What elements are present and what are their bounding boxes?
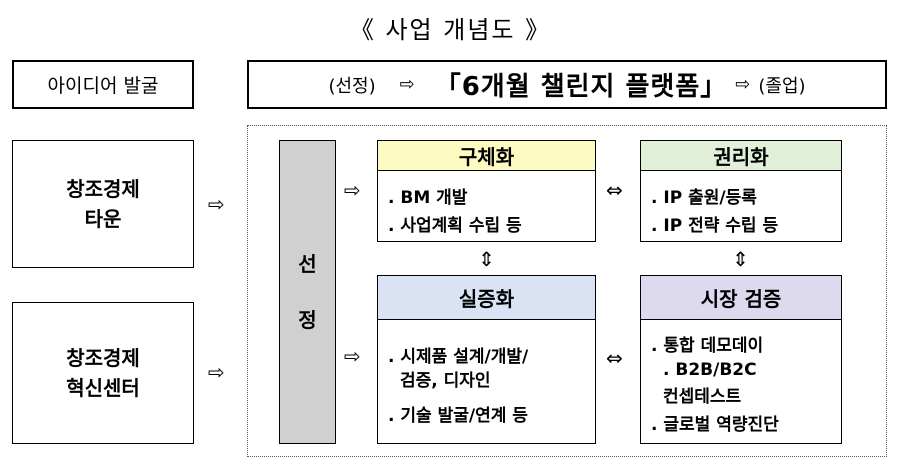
right-arrow-icon: ⇨ <box>735 74 751 95</box>
banner-select-label: (선정) <box>328 75 376 97</box>
diagram-title: 《 사업 개념도 》 <box>349 16 552 44</box>
up-down-arrow-icon: ⇕ <box>478 247 495 271</box>
center-label-line2: 혁신센터 <box>66 376 140 400</box>
market-verification-title: 시장 검증 <box>641 276 841 320</box>
market-item: . 글로벌 역량진단 <box>651 415 779 435</box>
creative-economy-innovation-center-box: 창조경제 혁신센터 <box>12 302 194 444</box>
left-right-arrow-icon: ⇔ <box>606 178 623 202</box>
right-arrow-icon: ⇨ <box>399 74 415 95</box>
concretize-box: 구체화 . BM 개발 . 사업계획 수립 등 <box>377 140 596 242</box>
idea-discovery-box: 아이디어 발굴 <box>12 60 194 109</box>
demonstrate-item: . 기술 발굴/연계 등 <box>388 406 528 426</box>
selection-char-2: 정 <box>298 308 317 332</box>
creative-economy-town-box: 창조경제 타운 <box>12 140 194 268</box>
center-label-line1: 창조경제 <box>66 346 140 370</box>
market-item: . 통합 데모데이 <box>651 336 764 356</box>
market-item: 컨셉테스트 <box>663 387 742 407</box>
demonstrate-box: 실증화 . 시제품 설계/개발/ 검증, 디자인 . 기술 발굴/연계 등 <box>377 275 596 444</box>
selection-bar: 선 정 <box>279 140 336 444</box>
right-arrow-icon: ⇨ <box>344 178 361 202</box>
town-label-line1: 창조경제 <box>66 177 140 201</box>
concretize-item: . 사업계획 수립 등 <box>388 216 522 236</box>
right-arrow-icon: ⇨ <box>208 192 225 216</box>
rights-box: 권리화 . IP 출원/등록 . IP 전략 수립 등 <box>640 140 842 242</box>
banner-platform-name: 「6개월 챌린지 플랫폼」 <box>434 72 728 102</box>
challenge-platform-banner: (선정) ⇨ 「6개월 챌린지 플랫폼」 ⇨ (졸업) <box>247 60 887 109</box>
market-verification-box: 시장 검증 . 통합 데모데이 . B2B/B2C 컨셉테스트 . 글로벌 역량… <box>640 275 842 444</box>
concretize-item: . BM 개발 <box>388 188 468 208</box>
right-arrow-icon: ⇨ <box>208 360 225 384</box>
banner-graduate-label: (졸업) <box>758 75 806 97</box>
right-arrow-icon: ⇨ <box>344 344 361 368</box>
selection-char-1: 선 <box>298 252 317 276</box>
demonstrate-title: 실증화 <box>378 276 595 320</box>
rights-item: . IP 전략 수립 등 <box>651 216 779 236</box>
concretize-title: 구체화 <box>378 141 595 171</box>
up-down-arrow-icon: ⇕ <box>732 247 749 271</box>
town-label-line2: 타운 <box>84 207 122 231</box>
demonstrate-item: 검증, 디자인 <box>400 371 491 391</box>
left-right-arrow-icon: ⇔ <box>606 346 623 370</box>
rights-title: 권리화 <box>641 141 841 171</box>
platform-process-area <box>247 125 887 457</box>
rights-item: . IP 출원/등록 <box>651 188 757 208</box>
market-item: . B2B/B2C <box>663 360 757 380</box>
demonstrate-item: . 시제품 설계/개발/ <box>388 347 529 367</box>
idea-discovery-label: 아이디어 발굴 <box>47 75 159 97</box>
